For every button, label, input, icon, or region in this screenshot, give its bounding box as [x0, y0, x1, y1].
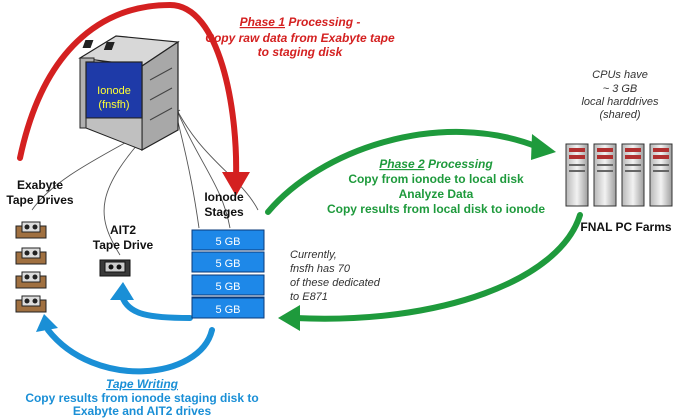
notes: CPUs have ~ 3 GB local harddrives (share…: [290, 69, 659, 303]
exabyte-drive-1: [15, 221, 47, 239]
phase1-caption: Phase 1 Processing - Copy raw data from …: [205, 15, 395, 59]
ionode-stages-stack: 5 GB 5 GB 5 GB 5 GB: [191, 229, 265, 319]
pc-tower-1: [565, 143, 589, 207]
phase2-title-suffix: Processing: [425, 157, 494, 171]
fnal-pc-farms: [565, 143, 673, 207]
tape-writing-arrow-exabyte: [36, 314, 215, 375]
tape-writing-line3: Exabyte and AIT2 drives: [73, 404, 212, 418]
ionode-to-ait2-line: [103, 127, 153, 256]
phase2-line3: Analyze Data: [399, 187, 474, 201]
cpu-note-line1: CPUs have: [592, 69, 648, 81]
ait2-tape-drive: [99, 259, 131, 277]
disk-1-label: 5 GB: [215, 236, 240, 248]
cpu-note-line4: (shared): [600, 109, 641, 121]
disk-4-label: 5 GB: [215, 304, 240, 316]
tape-writing-caption: Tape Writing Copy results from ionode st…: [25, 377, 258, 418]
tape-writing-title: Tape Writing: [106, 377, 179, 391]
phase1-heading: Phase 1 Processing -: [240, 15, 361, 29]
phase1-title-suffix: Processing -: [285, 15, 360, 29]
disk-3-label: 5 GB: [215, 281, 240, 293]
ionode-server: Ionode (fnsfh): [78, 35, 180, 152]
exabyte-drive-2: [15, 247, 47, 265]
phase2-arrow-return: [278, 212, 583, 331]
cpu-note-line3: local harddrives: [581, 96, 659, 108]
tape-writing-line2: Copy results from ionode staging disk to: [25, 391, 258, 405]
phase2-line4: Copy results from local disk to ionode: [327, 202, 545, 216]
ionode-host: (fnsfh): [98, 99, 129, 111]
ionode-to-stages-line-1: [171, 99, 259, 211]
stages-label-line2: Stages: [204, 205, 244, 219]
currently-note-line4: to E871: [290, 291, 328, 303]
phase2-heading: Phase 2 Processing: [379, 157, 493, 171]
phase2-arrow-out: [265, 128, 556, 215]
ait2-label-line2: Tape Drive: [93, 238, 154, 252]
phase1-line2: Copy raw data from Exabyte tape: [205, 31, 395, 45]
exabyte-drive-4: [15, 295, 47, 313]
phase2-caption: Phase 2 Processing Copy from ionode to l…: [327, 157, 545, 216]
phase1-title: Phase 1: [240, 15, 286, 29]
phase1-line3: to staging disk: [258, 45, 344, 59]
currently-note-line1: Currently,: [290, 249, 337, 261]
ionode-name: Ionode: [97, 85, 131, 97]
cpu-note-line2: ~ 3 GB: [603, 83, 638, 95]
phase1-arrow: [17, 1, 250, 196]
stages-label-line1: Ionode: [204, 190, 244, 204]
exabyte-tape-drives: [15, 221, 47, 313]
exabyte-label-line1: Exabyte: [17, 178, 63, 192]
currently-note-line3: of these dedicated: [290, 277, 381, 289]
currently-note-line2: fnsfh has 70: [290, 263, 351, 275]
ionode-to-stages-line-2: [175, 107, 231, 229]
phase2-line2: Copy from ionode to local disk: [348, 172, 524, 186]
disk-2-label: 5 GB: [215, 258, 240, 270]
exabyte-drive-3: [15, 271, 47, 289]
tape-writing-arrow-ait2: [110, 282, 193, 321]
ait2-label-line1: AIT2: [110, 223, 136, 237]
exabyte-label-line2: Tape Drives: [6, 193, 73, 207]
component-labels: Exabyte Tape Drives AIT2 Tape Drive Iono…: [6, 178, 671, 252]
ionode-to-stages-line-3: [177, 121, 200, 229]
farms-label: FNAL PC Farms: [580, 220, 671, 234]
phase2-title: Phase 2: [379, 157, 425, 171]
pc-tower-3: [621, 143, 645, 207]
pc-tower-2: [593, 143, 617, 207]
pc-tower-4: [649, 143, 673, 207]
